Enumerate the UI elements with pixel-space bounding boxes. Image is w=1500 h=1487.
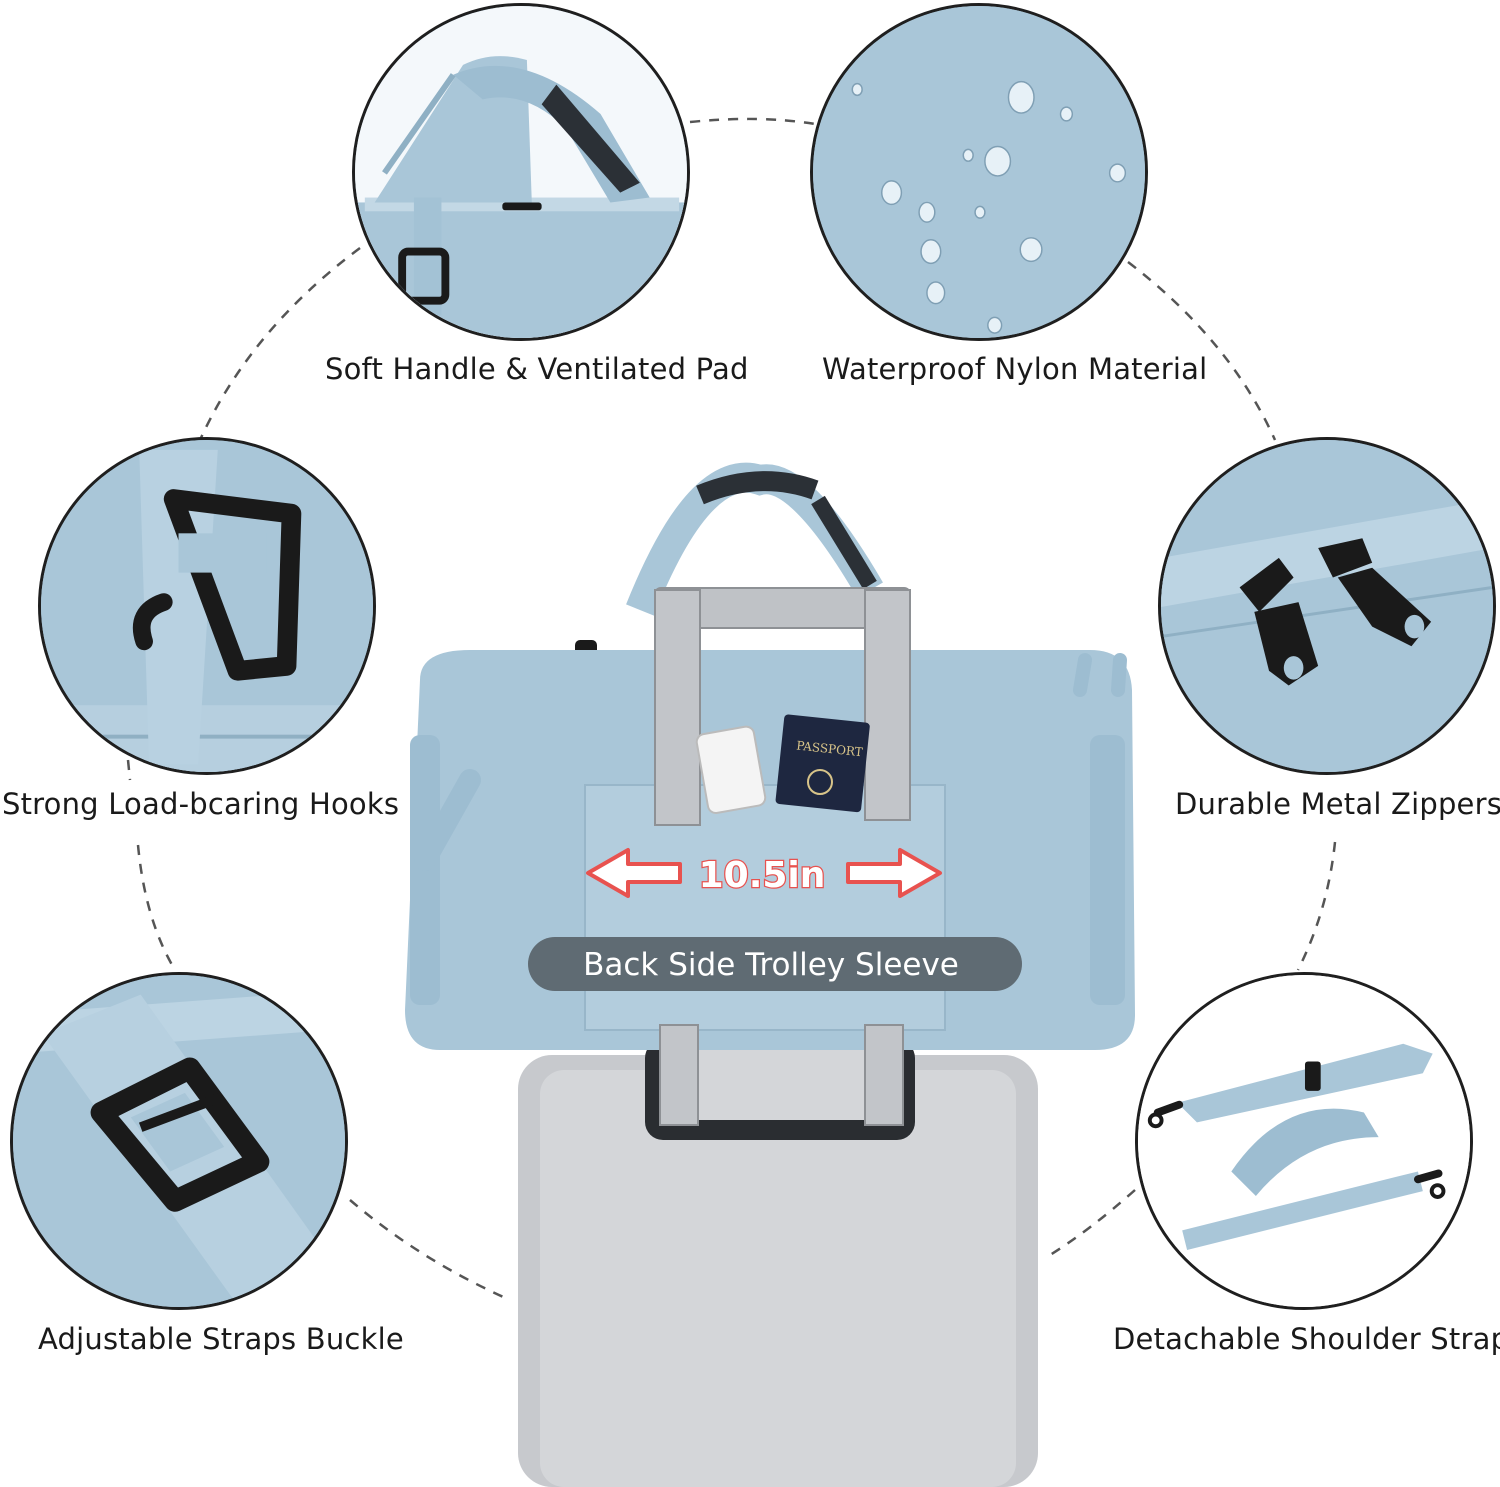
handle-pad-detail: [352, 3, 690, 341]
shoulder-strap-detail: [1135, 972, 1473, 1310]
strap-buckle-detail: [10, 972, 348, 1310]
trolley-sleeve-banner: [528, 937, 1022, 991]
passport: [775, 714, 870, 813]
load-bearing-hook-detail: [38, 437, 376, 775]
strap-buckle-icon: [13, 975, 345, 1307]
trolley-sleeve-banner-text: Back Side Trolley Sleeve: [583, 947, 959, 983]
feature-label-zippers: Durable Metal Zippers: [1175, 787, 1500, 821]
feature-label-handle: Soft Handle & Ventilated Pad: [325, 352, 749, 386]
hook-buckle-icon: [41, 440, 373, 772]
shoulder-strap-icon: [1138, 975, 1470, 1307]
feature-label-hooks: Strong Load-bcaring Hooks: [2, 787, 400, 821]
feature-label-material: Waterproof Nylon Material: [822, 352, 1208, 386]
metal-zipper-detail: [1158, 437, 1496, 775]
waterproof-material-detail: [810, 3, 1148, 341]
measurement-arrows: [586, 848, 942, 898]
trolley-sleeve: [584, 784, 946, 1031]
passport-text: PASSPORT: [796, 738, 864, 759]
water-droplets-icon: [813, 6, 1145, 338]
feature-label-buckle: Adjustable Straps Buckle: [38, 1322, 404, 1356]
feature-label-strap: Detachable Shoulder Strap: [1113, 1322, 1500, 1356]
handle-pad-icon: [355, 6, 687, 338]
measurement-label: 10.5in: [699, 855, 826, 896]
zipper-pulls-icon: [1161, 440, 1493, 772]
